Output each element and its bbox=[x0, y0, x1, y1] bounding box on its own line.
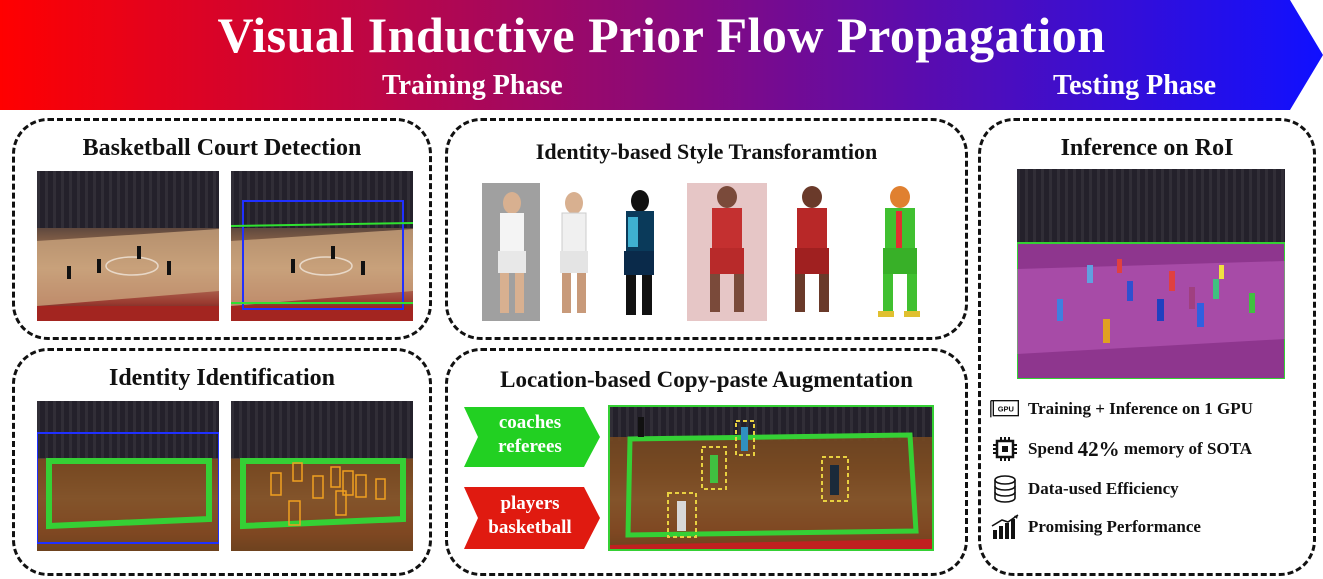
training-phase-label: Training Phase bbox=[382, 70, 563, 101]
copy-paste-title: Location-based Copy-paste Augmentation bbox=[500, 367, 913, 392]
inference-image bbox=[1017, 169, 1285, 379]
stat-performance: Promising Performance bbox=[990, 514, 1201, 540]
stat-performance-text: Promising Performance bbox=[1028, 517, 1201, 536]
gpu-icon: GPU bbox=[990, 396, 1020, 422]
testing-phase-label: Testing Phase bbox=[1053, 70, 1217, 101]
identity-image-court bbox=[37, 401, 219, 551]
stat-memory-suffix: memory of SOTA bbox=[1123, 439, 1252, 458]
player-figure-mask-blue bbox=[624, 190, 654, 315]
copy-paste-panel: Location-based Copy-paste Augmentation c… bbox=[445, 348, 968, 576]
stat-data-text: Data-used Efficiency bbox=[1028, 479, 1179, 498]
bar-chart-icon bbox=[990, 514, 1020, 540]
style-transformation-title: Identity-based Style Transforamtion bbox=[535, 139, 878, 164]
header-banner bbox=[0, 0, 1323, 110]
court-detection-panel: Basketball Court Detection bbox=[12, 118, 432, 340]
page-title: Visual Inductive Prior Flow Propagation bbox=[217, 7, 1106, 63]
court-image-detected bbox=[231, 171, 413, 321]
players-label: players bbox=[500, 493, 560, 514]
stat-gpu-text: Training + Inference on 1 GPU bbox=[1028, 399, 1253, 418]
player-figure-original-red bbox=[710, 186, 744, 312]
referees-label: referees bbox=[498, 436, 562, 457]
style-transformation-panel: Identity-based Style Transforamtion bbox=[445, 118, 968, 340]
copy-paste-image bbox=[608, 405, 934, 551]
court-image-raw bbox=[37, 171, 219, 321]
stat-memory: Spend 42% memory of SOTA bbox=[990, 436, 1252, 462]
red-arrow-shape bbox=[464, 487, 600, 549]
player-figure-styled-red bbox=[795, 186, 829, 312]
stat-gpu: GPU Training + Inference on 1 GPU bbox=[990, 396, 1253, 422]
stat-memory-prefix: Spend bbox=[1028, 439, 1074, 458]
green-arrow-label: coaches referees bbox=[478, 411, 582, 459]
basketball-label: basketball bbox=[488, 517, 572, 538]
player-figure-original-white bbox=[498, 192, 526, 313]
player-figure-mask-green bbox=[878, 186, 920, 317]
inference-title: Inference on RoI bbox=[1060, 135, 1234, 161]
player-figure-styled-white bbox=[560, 192, 588, 313]
court-detection-title: Basketball Court Detection bbox=[82, 135, 362, 161]
coaches-label: coaches bbox=[498, 412, 562, 433]
style-transformation-figures bbox=[482, 183, 920, 321]
red-arrow-label: players basketball bbox=[478, 492, 582, 540]
gpu-icon-text: GPU bbox=[998, 405, 1014, 414]
stat-data: Data-used Efficiency bbox=[990, 475, 1179, 503]
database-icon bbox=[990, 475, 1020, 503]
stat-memory-highlight: 42% bbox=[1077, 436, 1120, 461]
identity-image-boxes bbox=[231, 401, 413, 551]
inference-panel: Inference on RoI bbox=[978, 118, 1316, 576]
identity-identification-title: Identity Identification bbox=[108, 365, 335, 391]
green-arrow-shape bbox=[464, 407, 600, 467]
identity-identification-panel: Identity Identification bbox=[12, 348, 432, 576]
chip-icon bbox=[990, 436, 1020, 462]
